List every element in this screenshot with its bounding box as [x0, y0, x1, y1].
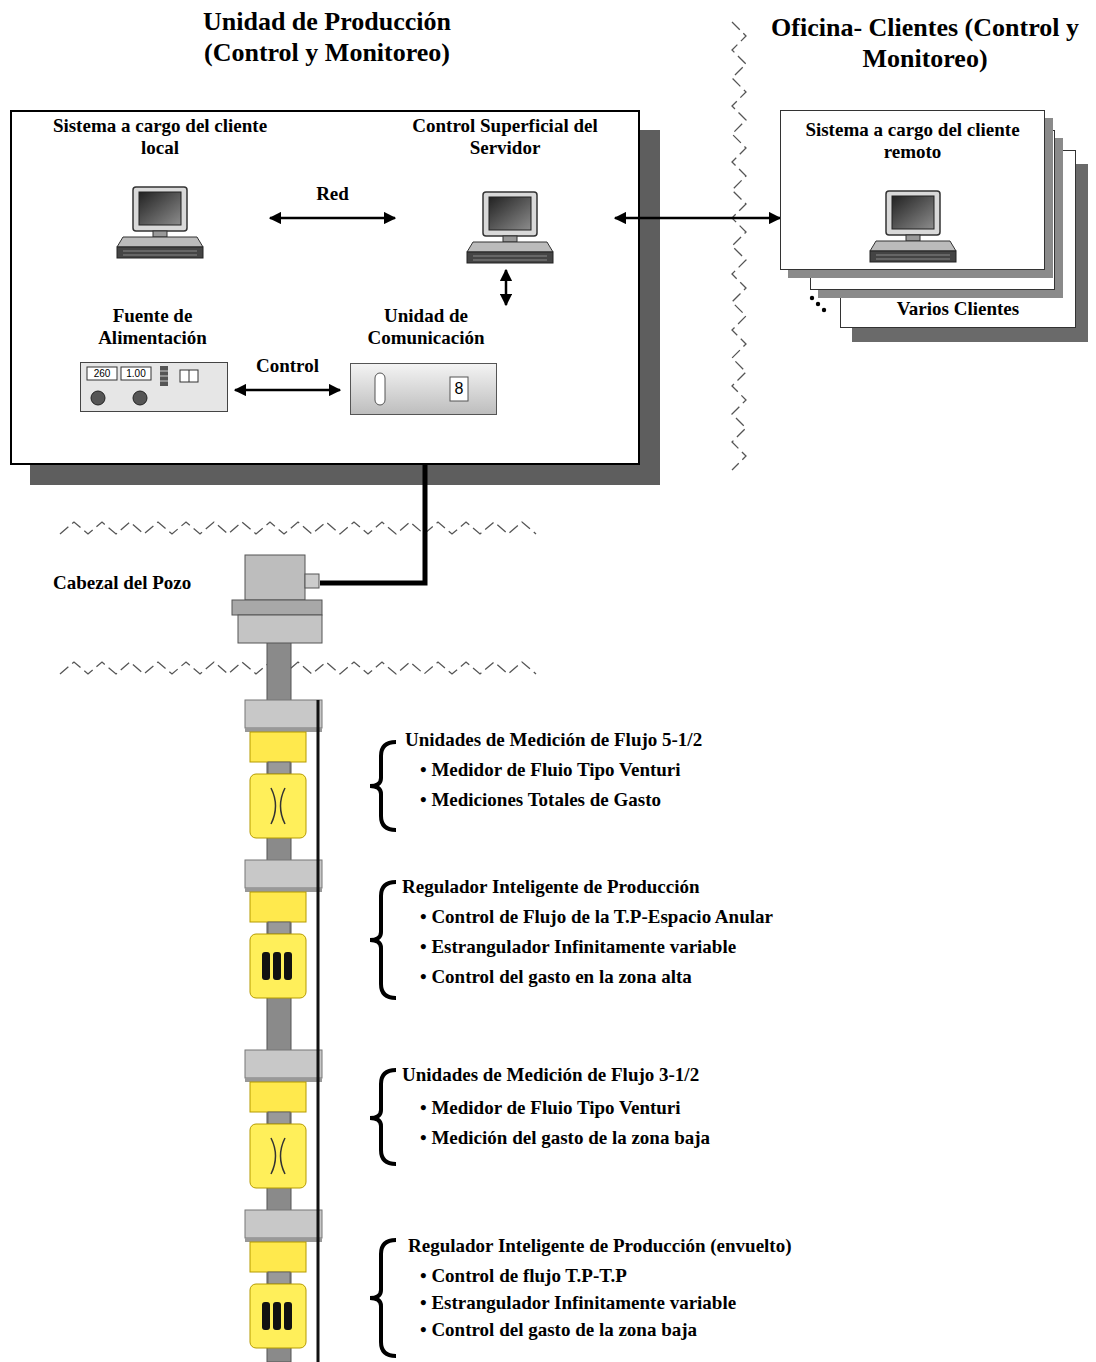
- box-ground: [10, 110, 640, 465]
- edge-label: Control: [252, 355, 323, 377]
- edge-label: Red: [312, 183, 353, 205]
- local-client-pc: Sistema a cargo del cliente local: [50, 115, 270, 265]
- component-note: Regulador Inteligente de Producción (env…: [408, 1234, 792, 1258]
- zigzag-line: [732, 22, 746, 470]
- node-text: Sistema a cargo del cliente local: [50, 115, 270, 159]
- component-note: • Medición del gasto de la zona baja: [420, 1126, 710, 1150]
- component-note: • Control del gasto en la zona alta: [420, 965, 692, 989]
- connector-arrow: [505, 270, 508, 305]
- remote-client-card: Sistema a cargo del cliente remoto: [780, 110, 1045, 270]
- flow-regulator: [245, 1210, 322, 1348]
- component-note: • Control de flujo T.P-T.P: [420, 1264, 627, 1288]
- well-string: [232, 555, 322, 1362]
- component-note: Unidades de Medición de Flujo 3-1/2: [402, 1063, 699, 1087]
- display-value: 1.00: [121, 367, 151, 380]
- connector-arrow: [235, 389, 340, 392]
- node-text: Control Superficial del Servidor: [395, 115, 615, 159]
- zigzag-line: [60, 662, 536, 674]
- component-note: • Medidor de Fluio Tipo Venturi: [420, 1096, 681, 1120]
- pc-icon: [868, 189, 958, 264]
- node-text: Varios Clientes: [841, 298, 1075, 320]
- server-pc: Control Superficial del Servidor: [395, 115, 615, 270]
- display-value: 8: [450, 377, 468, 401]
- node-text: Sistema a cargo del cliente remoto: [781, 119, 1044, 163]
- node-text: Unidad de Comunicación: [340, 305, 512, 349]
- venturi-meter: [245, 700, 322, 838]
- component-note: • Medidor de Fluio Tipo Venturi: [420, 758, 681, 782]
- flow-regulator: [245, 860, 322, 998]
- comm-icon: [350, 363, 497, 415]
- component-note: • Control de Flujo de la T.P-Espacio Anu…: [420, 905, 773, 929]
- node-text: Fuente de Alimentación: [70, 305, 235, 349]
- brackets: [370, 742, 396, 1356]
- component-note: • Estrangulador Infinitamente variable: [420, 935, 736, 959]
- pc-icon: [465, 190, 555, 265]
- component-note: Unidades de Medición de Flujo 5-1/2: [405, 728, 702, 752]
- node-text: Unidad de Producción (Control y Monitore…: [162, 6, 492, 68]
- node-text: Cabezal del Pozo: [53, 572, 191, 594]
- display-value: 260: [87, 367, 117, 380]
- component-note: • Estrangulador Infinitamente variable: [420, 1291, 736, 1315]
- wellhead: Cabezal del Pozo: [45, 550, 320, 645]
- cable: [320, 465, 425, 583]
- power-supply: Fuente de Alimentación: [70, 305, 235, 416]
- venturi-meter: [245, 1050, 322, 1188]
- section-heading: Oficina- Clientes (Control y Monitoreo): [765, 12, 1085, 74]
- zigzag-line: [60, 522, 536, 534]
- dots: [810, 296, 826, 312]
- pc-icon: [115, 185, 205, 260]
- component-note: • Control del gasto de la zona baja: [420, 1318, 697, 1342]
- component-note: • Mediciones Totales de Gasto: [420, 788, 661, 812]
- connector-arrow: [270, 217, 395, 220]
- communication-unit: Unidad de Comunicación: [340, 305, 512, 419]
- component-note: Regulador Inteligente de Producción: [402, 875, 700, 899]
- production-unit-box: Unidad de Producción (Control y Monitore…: [10, 110, 640, 465]
